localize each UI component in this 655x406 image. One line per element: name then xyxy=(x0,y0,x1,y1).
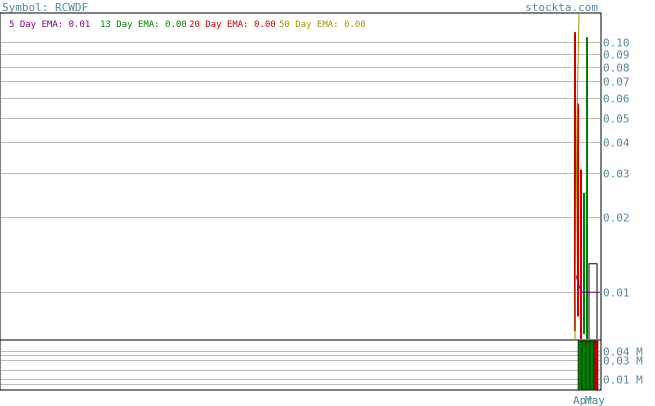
price-tick-label: 0.05 xyxy=(603,113,630,126)
legend-ema50: 50 Day EMA: 0.00 xyxy=(279,20,366,30)
legend-ema20: 20 Day EMA: 0.00 xyxy=(189,20,276,30)
volume-bar xyxy=(585,340,591,391)
volume-tick-label: 0.01 M xyxy=(603,374,643,387)
price-tick-label: 0.07 xyxy=(603,76,630,89)
price-panel xyxy=(0,12,602,341)
price-tick-label: 0.03 xyxy=(603,168,630,181)
legend: 5 Day EMA: 0.01 13 Day EMA: 0.00 20 Day … xyxy=(9,20,366,30)
price-tick-label: 0.08 xyxy=(603,62,630,75)
price-tick-label: 0.02 xyxy=(603,212,630,225)
volume-bar xyxy=(577,340,583,391)
x-label-may: May xyxy=(585,394,605,406)
volume-grid xyxy=(1,351,600,385)
volume-bars xyxy=(577,340,599,391)
x-label-apr: Apr xyxy=(573,394,593,406)
price-tick-labels: 0.100.090.080.07 0.06 0.05 0.04 0.03 0.02 0.01 xyxy=(603,37,630,300)
price-grid xyxy=(1,42,600,293)
price-tick-label: 0.10 xyxy=(603,37,630,50)
site-label: stockta.com xyxy=(525,1,598,14)
volume-tick-label: 0.03 M xyxy=(603,355,643,368)
volume-bar xyxy=(581,340,587,391)
volume-tick-labels: 0.04 M0.03 M 0.01 M xyxy=(603,346,643,387)
ema-lines xyxy=(574,13,600,340)
price-band xyxy=(588,263,598,339)
legend-ema5: 5 Day EMA: 0.01 xyxy=(9,20,90,30)
volume-panel xyxy=(0,339,602,391)
volume-bar xyxy=(589,340,595,391)
volume-tick-label: 0.04 M xyxy=(603,346,643,359)
ema50-line xyxy=(574,13,580,340)
price-tick-label: 0.01 xyxy=(603,287,630,300)
price-tick-label: 0.04 xyxy=(603,137,630,150)
volume-bar xyxy=(593,340,599,391)
legend-ema13: 13 Day EMA: 0.00 xyxy=(100,20,187,30)
price-tick-label: 0.06 xyxy=(603,93,630,106)
price-tick-label: 0.09 xyxy=(603,49,630,62)
symbol-label: Symbol: RCWDF xyxy=(2,1,88,14)
